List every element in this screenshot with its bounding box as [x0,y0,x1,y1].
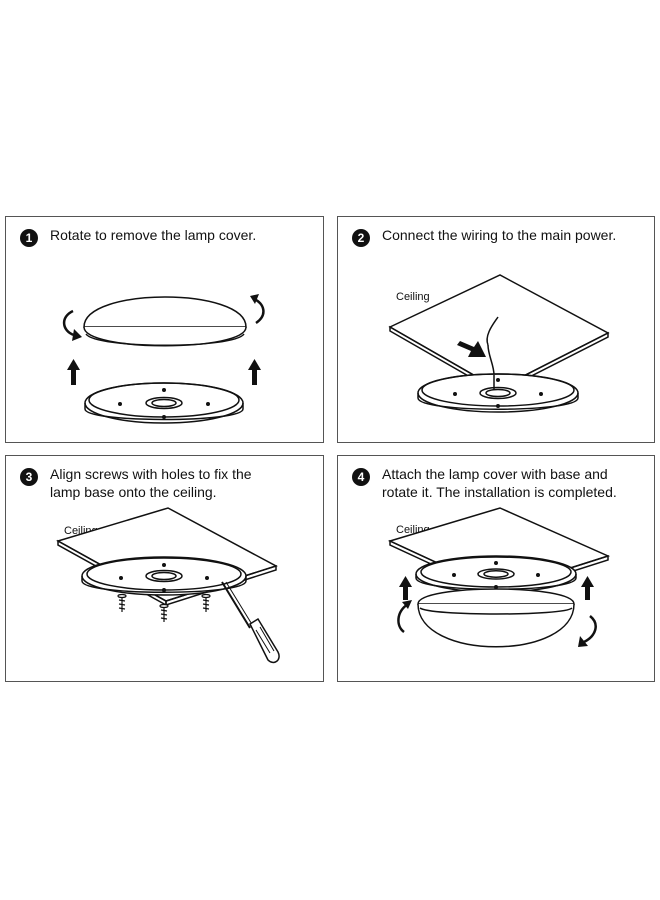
up-arrow-icon [67,359,80,385]
up-arrow-icon [399,576,412,600]
lamp-cover-dome [83,296,247,328]
lamp-cover-rim [83,326,247,347]
step-3-illustration [56,507,280,664]
instruction-line: rotate it. The installation is completed… [382,484,617,500]
curved-rotate-arrow-icon [583,615,597,644]
curved-rotate-arrow-icon [397,602,409,633]
step-number-badge: 4 [352,468,370,486]
step-instruction: Rotate to remove the lamp cover. [50,226,315,244]
step-number-badge: 1 [20,229,38,247]
step-3-panel: 3 Align screws with holes to fix the lam… [5,455,324,682]
screw-icon [117,593,127,612]
instruction-line: Rotate to remove the lamp cover. [50,227,257,243]
instruction-line: Connect the wiring to the main power. [382,227,617,243]
pointer-arrow-icon [457,341,486,357]
lamp-cover-dome [417,603,575,648]
step-2-panel: 2 Connect the wiring to the main power. … [337,216,655,443]
up-arrow-icon [248,359,261,385]
step-number-badge: 2 [352,229,370,247]
step-instruction: Align screws with holes to fix the lamp … [50,465,315,501]
step-instruction: Attach the lamp cover with base and rota… [382,465,646,501]
lamp-cover-rim [417,588,575,605]
step-instruction: Connect the wiring to the main power. [382,226,646,244]
power-wire [486,316,499,346]
step-1-illustration [62,294,265,424]
screw-icon [159,603,169,622]
screw-icon [201,593,211,612]
instruction-line: Align screws with holes to fix the [50,466,252,482]
step-1-panel: 1 Rotate to remove the lamp cover. [5,216,324,443]
up-arrow-icon [581,576,594,600]
screwdriver-icon [221,581,280,664]
step-4-illustration [387,507,611,648]
ceiling-plane [388,274,610,390]
step-2-illustration [388,274,610,413]
instruction-line: lamp base onto the ceiling. [50,484,217,500]
curved-rotate-arrow-icon [62,309,75,337]
ceiling-label: Ceiling [396,291,430,303]
instruction-line: Attach the lamp cover with base and [382,466,608,482]
step-4-panel: 4 Attach the lamp cover with base and ro… [337,455,655,682]
step-number-badge: 3 [20,468,38,486]
